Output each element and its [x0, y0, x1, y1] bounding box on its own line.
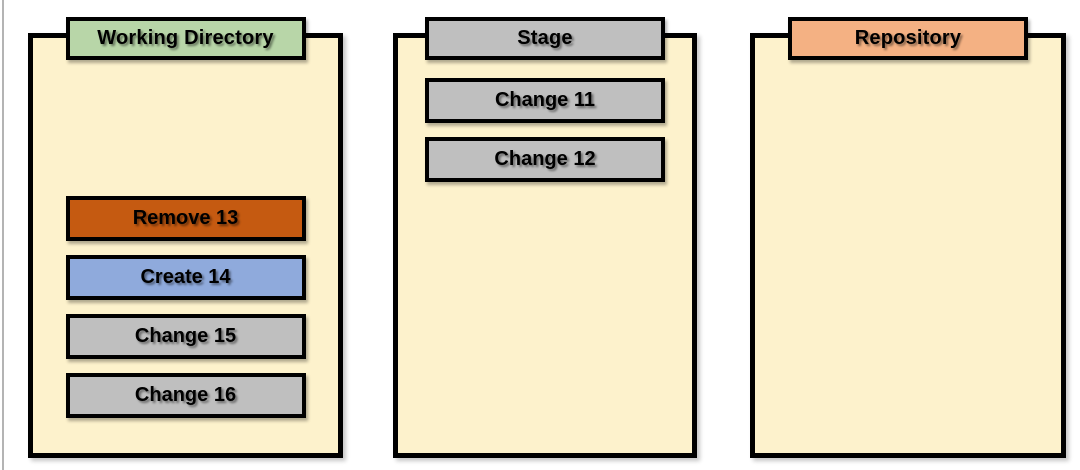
stage-item-list: Change 11 Change 12	[398, 38, 692, 182]
slide-edge-line	[2, 0, 4, 470]
panel-working-directory: Working Directory Remove 13 Create 14 Chan…	[28, 17, 343, 458]
tab-stage: Stage	[425, 17, 665, 60]
tab-working-directory: Working Directory	[65, 17, 306, 60]
working-directory-item-list: Remove 13 Create 14 Change 15 Change 16	[33, 38, 338, 418]
item-change-15: Change 15	[65, 314, 306, 359]
item-create-14: Create 14	[65, 255, 306, 300]
panel-stage: Stage Change 11 Change 12	[393, 17, 697, 458]
tab-repository: Repository	[788, 17, 1028, 60]
item-change-11: Change 11	[425, 78, 665, 123]
item-change-12: Change 12	[425, 137, 665, 182]
item-remove-13: Remove 13	[65, 196, 306, 241]
item-change-16: Change 16	[65, 373, 306, 418]
panel-repository: Repository	[750, 17, 1066, 458]
